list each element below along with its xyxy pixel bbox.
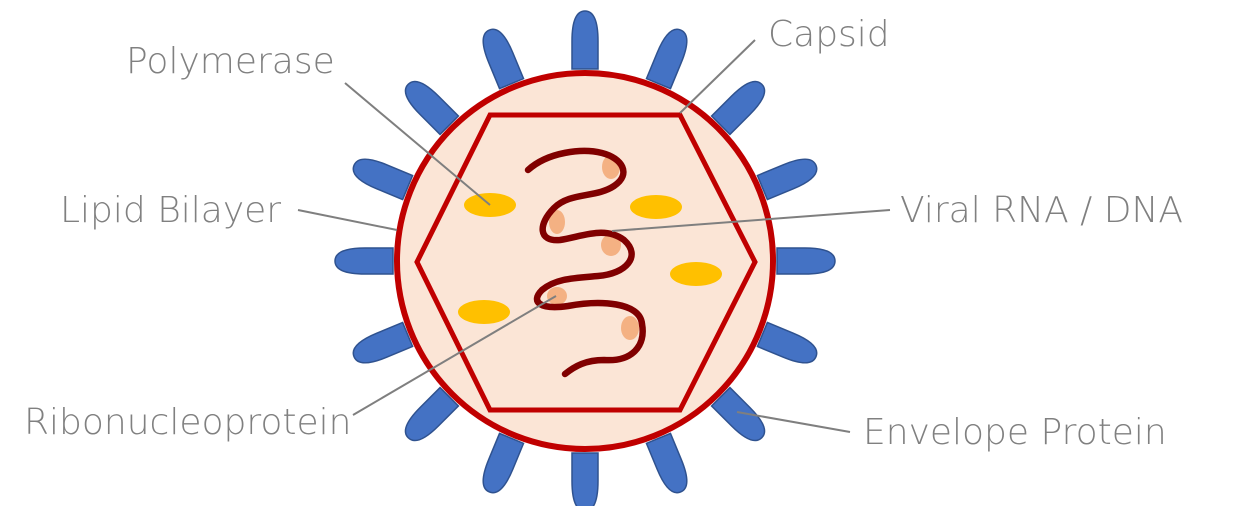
- envelope-protein-spike: [571, 452, 599, 506]
- envelope-protein-spikes: [334, 10, 836, 506]
- envelope-protein-spike: [404, 386, 460, 442]
- viral-rna-leader-line: [611, 209, 891, 232]
- envelope-protein-spike: [756, 158, 818, 201]
- envelope-protein-spike: [482, 432, 525, 494]
- polymerase-oval: [458, 300, 510, 324]
- envelope-protein-spike: [776, 247, 836, 275]
- lipid-bilayer-leader-line: [297, 209, 398, 231]
- capsid-hexagon: [414, 112, 758, 413]
- capsid-label: Capsid: [768, 14, 890, 55]
- envelope-protein-spike: [710, 80, 766, 136]
- envelope-protein-leader-line: [736, 411, 851, 433]
- envelope-protein-spike: [645, 28, 688, 90]
- ribonucleoprotein-blob: [621, 316, 639, 340]
- lipid-bilayer-label: Lipid Bilayer: [60, 190, 281, 231]
- envelope-protein-spike: [334, 247, 394, 275]
- ribonucleoprotein-blob: [601, 234, 621, 256]
- envelope-protein-label: Envelope Protein: [863, 412, 1167, 453]
- envelope-protein-spike: [482, 28, 525, 90]
- polymerase-oval: [630, 195, 682, 219]
- ribonucleoprotein-blob: [547, 287, 567, 305]
- envelope-protein-spike: [645, 432, 688, 494]
- polymerase-label: Polymerase: [126, 41, 335, 82]
- lipid-bilayer-envelope: [394, 70, 776, 452]
- ribonucleoprotein-leader-line: [352, 295, 557, 416]
- ribonucleoprotein-blob: [549, 210, 565, 234]
- envelope-protein-spike: [352, 321, 414, 364]
- envelope-protein-spike: [756, 321, 818, 364]
- envelope-protein-spike: [404, 80, 460, 136]
- ribonucleoprotein-label: Ribonucleoprotein: [24, 402, 351, 443]
- envelope-protein-spike: [571, 10, 599, 70]
- polymerase-oval: [670, 262, 722, 286]
- polymerase-leader-line: [344, 82, 491, 206]
- capsid-leader-line: [679, 39, 756, 114]
- envelope-protein-spike: [352, 158, 414, 201]
- viral-rna-dna-label: Viral RNA / DNA: [900, 190, 1183, 231]
- viral-rna-strand: [524, 147, 646, 378]
